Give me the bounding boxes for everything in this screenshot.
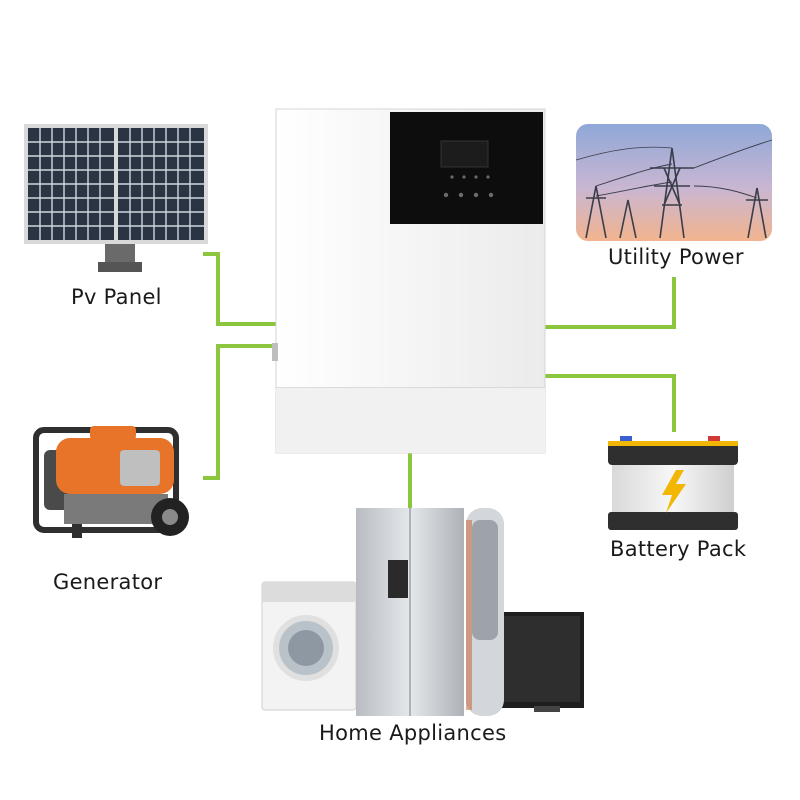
connector-utility-inverter [545, 277, 676, 329]
connector-lines [203, 252, 676, 508]
solar-panel-icon [24, 124, 208, 272]
generator-label: Generator [53, 570, 163, 594]
power-tower-icon [575, 124, 773, 241]
generator-icon [33, 426, 189, 538]
pv-panel-label: Pv Panel [71, 285, 162, 309]
home-appliances-label: Home Appliances [319, 721, 507, 745]
battery-pack-label: Battery Pack [610, 537, 747, 561]
connector-pv-inverter [203, 252, 276, 326]
connector-battery-inverter [545, 374, 676, 432]
battery-icon [608, 436, 738, 530]
inverter-icon [272, 108, 546, 454]
connector-generator-inverter [203, 344, 276, 480]
appliances-icon [261, 508, 584, 716]
utility-power-label: Utility Power [608, 245, 744, 269]
